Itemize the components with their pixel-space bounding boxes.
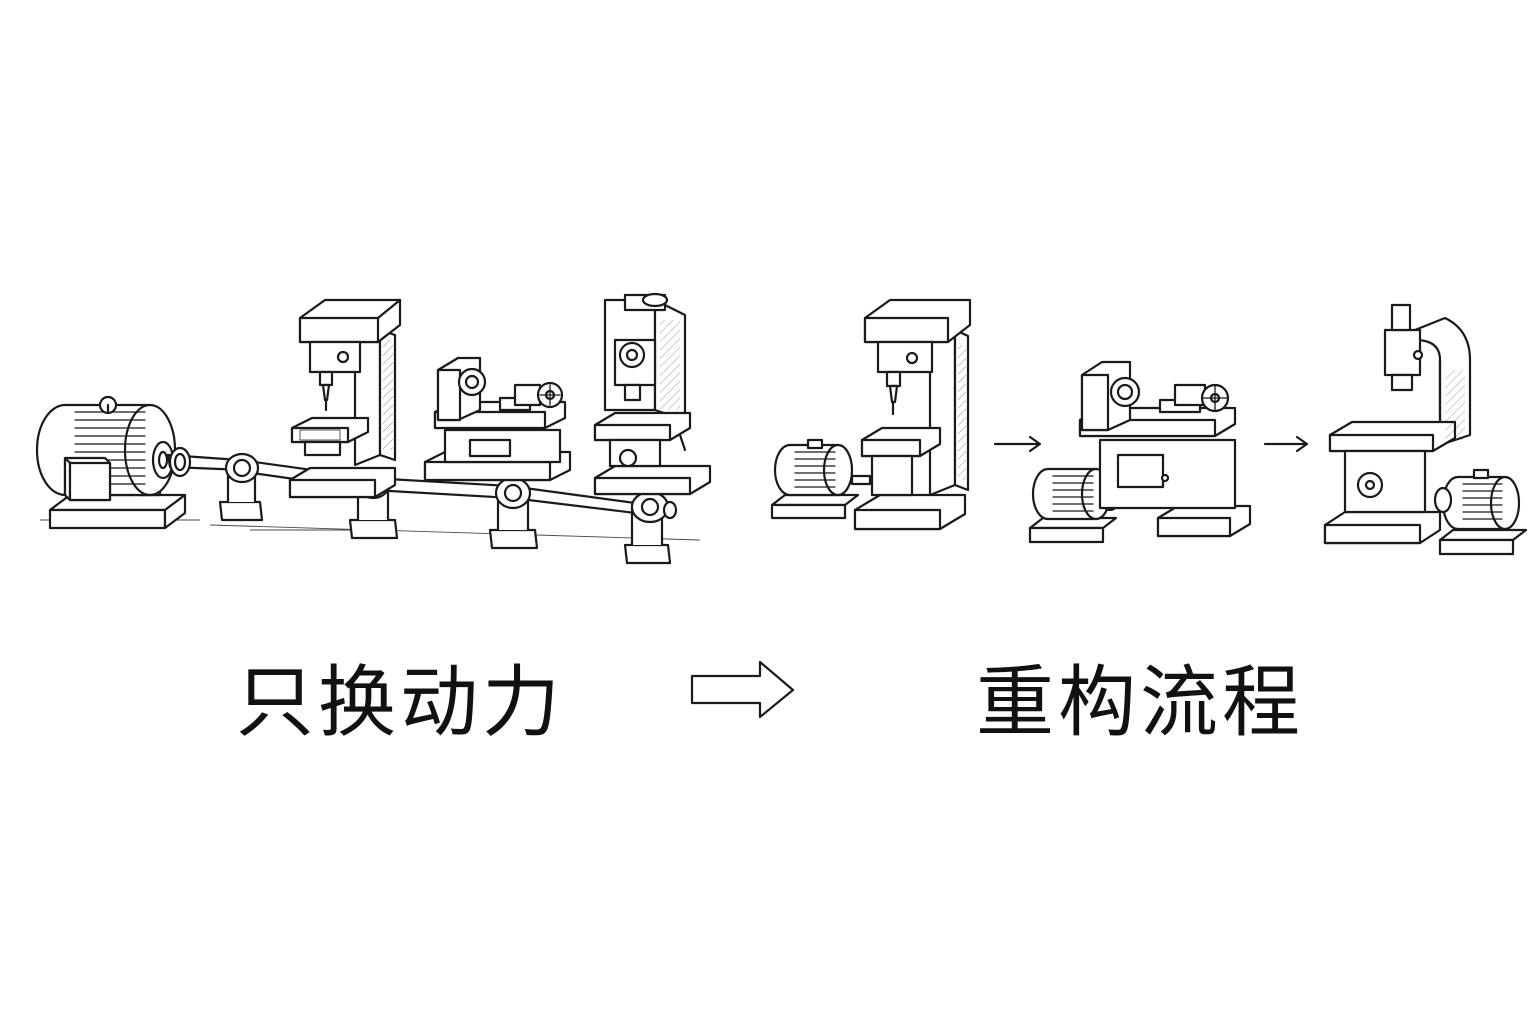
- electric-motor-icon: [35, 395, 187, 530]
- caption-left-replace-power-only: 只换动力: [236, 658, 565, 748]
- milling-machine-icon: [1323, 303, 1472, 545]
- right-scene-unit-drive-flow: [770, 298, 1528, 556]
- left-scene-line-shaft-workshop: [35, 292, 712, 565]
- right-arrow-icon: [1263, 435, 1309, 453]
- lathe-icon: [423, 356, 572, 482]
- right-arrow-icon: [993, 435, 1042, 453]
- lathe-icon: [1078, 360, 1252, 538]
- electric-motor-icon: [1433, 468, 1528, 556]
- electric-motor-icon: [770, 438, 872, 520]
- drill-press-icon: [853, 298, 972, 531]
- caption-right-restructure-workflow: 重构流程: [976, 658, 1305, 748]
- drill-press-icon: [288, 298, 402, 499]
- milling-machine-icon: [593, 292, 712, 496]
- hollow-right-arrow-icon: [690, 660, 795, 719]
